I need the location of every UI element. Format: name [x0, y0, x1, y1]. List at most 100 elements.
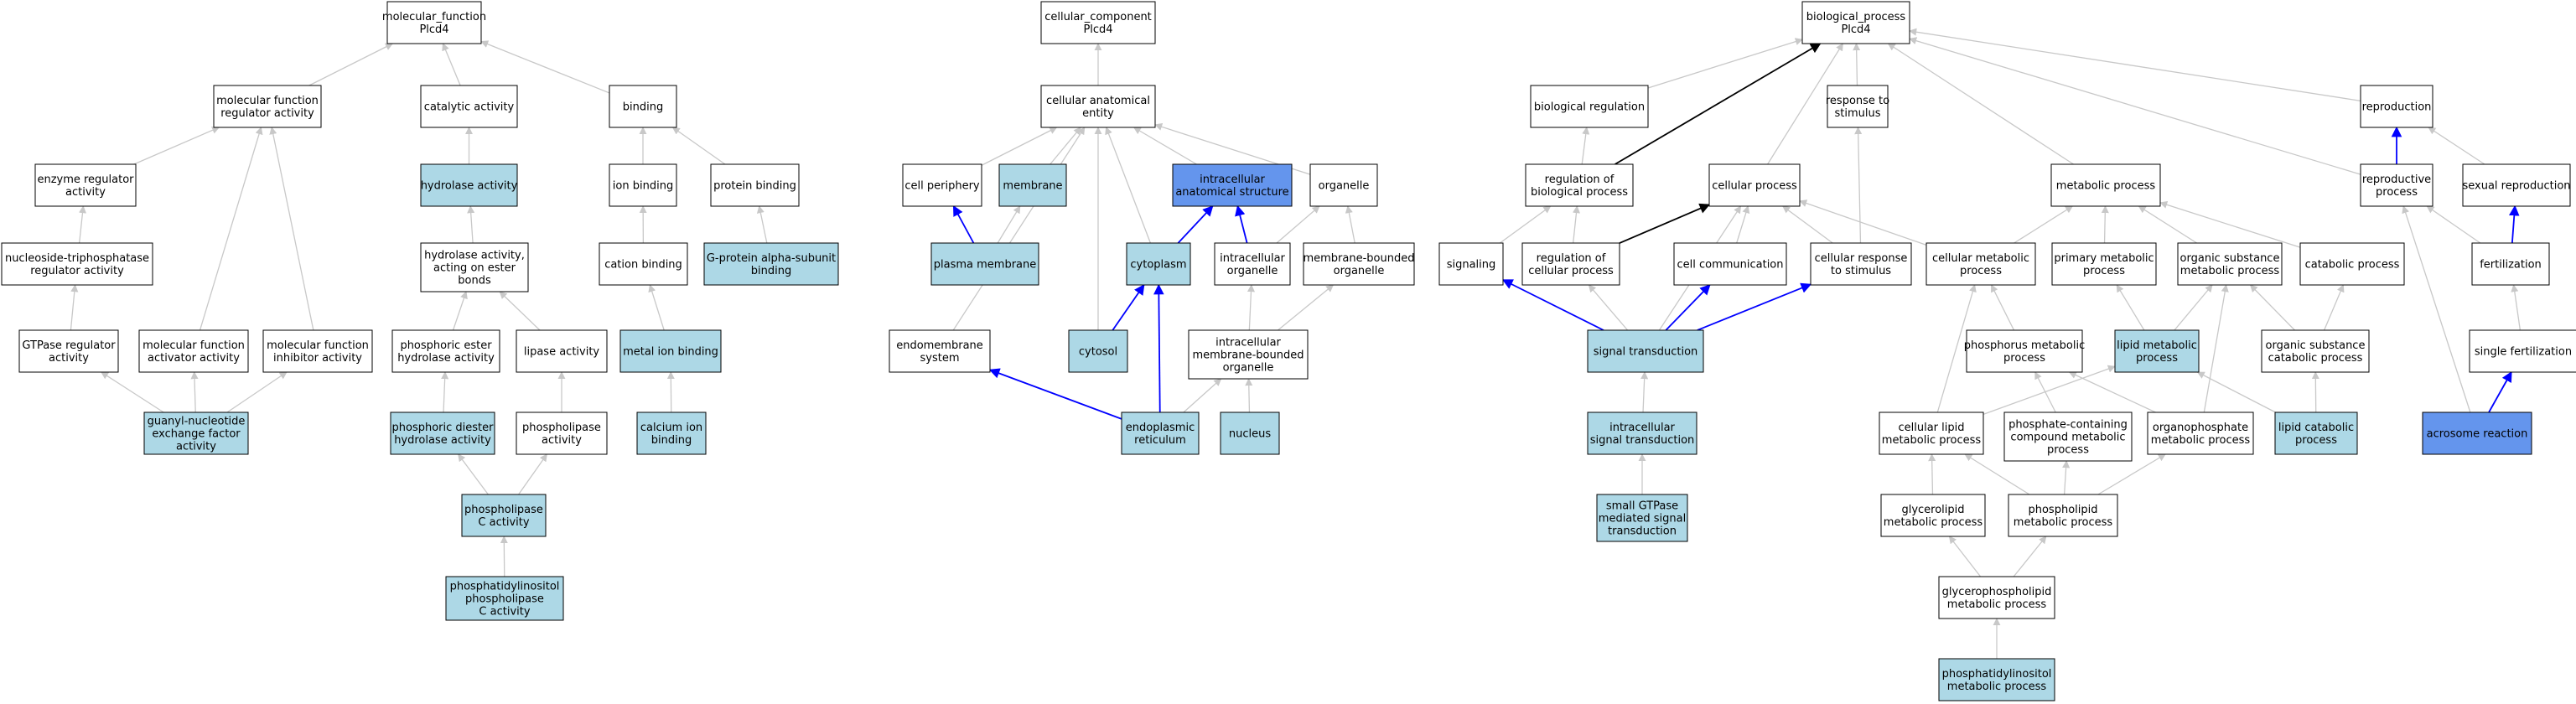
edge-cytosol-to-cytoplasm	[1112, 283, 1145, 331]
node-label: primary metabolic	[2054, 252, 2154, 265]
node-label: mediated signal	[1599, 513, 1686, 525]
go-term-node-cellperiph[interactable]: cell periphery	[902, 163, 982, 207]
go-term-node-nucleus[interactable]: nucleus	[1220, 412, 1280, 455]
edge-guanyl-to-mfact	[190, 371, 199, 413]
edge-er-to-cytoplasm	[1153, 283, 1164, 413]
go-term-node-ionbind[interactable]: ion binding	[609, 163, 677, 207]
edge-orgsub-to-metab	[2138, 205, 2197, 244]
go-term-node-binding[interactable]: binding	[609, 85, 677, 128]
go-term-node-hydrolase[interactable]: hydrolase activity	[420, 163, 518, 207]
go-term-node-acrosome[interactable]: acrosome reaction	[2422, 412, 2532, 455]
go-term-node-fert[interactable]: fertilization	[2471, 242, 2550, 286]
go-term-node-sexrepro[interactable]: sexual reproduction	[2462, 163, 2571, 207]
go-term-node-cellcomm[interactable]: cell communication	[1673, 242, 1787, 286]
node-label: phosphorus metabolic	[1964, 339, 2085, 352]
node-label: ion binding	[613, 180, 673, 193]
go-term-node-repro[interactable]: reproduction	[2360, 85, 2433, 128]
node-box	[1214, 242, 1291, 286]
go-term-node-signaling[interactable]: signaling	[1438, 242, 1504, 286]
node-label: membrane-bounded	[1303, 252, 1414, 265]
node-box	[1810, 242, 1912, 286]
go-term-node-singlefert[interactable]: single fertilization	[2469, 329, 2576, 373]
node-label: organelle	[1227, 265, 1278, 277]
edge-regcell-to-regbio	[1572, 205, 1580, 244]
go-term-node-catab[interactable]: catabolic process	[2299, 242, 2405, 286]
node-label: metabolic process	[1947, 681, 2047, 693]
node-label: system	[920, 352, 960, 365]
go-term-node-cytosol[interactable]: cytosol	[1068, 329, 1128, 373]
edge-mfact-to-mfreg	[199, 127, 263, 331]
go-term-node-lipase[interactable]: lipase activity	[516, 329, 608, 373]
node-label: activity	[65, 186, 106, 199]
go-term-node-plasmamem[interactable]: plasma membrane	[930, 242, 1039, 286]
go-term-node-organelle[interactable]: organelle	[1309, 163, 1378, 207]
go-term-node-sigtrans[interactable]: signal transduction	[1587, 329, 1704, 373]
go-term-node-bioreg[interactable]: biological regulation	[1530, 85, 1649, 128]
node-label: organelle	[1319, 180, 1370, 193]
go-term-node-catalytic[interactable]: catalytic activity	[420, 85, 518, 128]
node-label: signaling	[1447, 259, 1496, 272]
node-label: Plcd4	[1083, 23, 1112, 36]
node-label: metabolic process	[2180, 265, 2280, 277]
node-label: hydrolase activity	[421, 180, 518, 193]
node-box	[1827, 85, 1889, 128]
go-term-node-metalion[interactable]: metal ion binding	[619, 329, 722, 373]
go-term-node-membrane[interactable]: membrane	[998, 163, 1067, 207]
go-term-node-cellproc[interactable]: cellular process	[1708, 163, 1801, 207]
go-term-node-cationbind[interactable]: cation binding	[599, 242, 688, 286]
edge-intraorg-to-organelle	[1276, 205, 1320, 244]
go-term-node-cytoplasm[interactable]: cytoplasm	[1126, 242, 1191, 286]
node-label: cellular anatomical	[1046, 95, 1150, 107]
go-term-node-metab[interactable]: metabolic process	[2050, 163, 2161, 207]
go-term-node-protbind[interactable]: protein binding	[710, 163, 800, 207]
node-box	[1220, 412, 1280, 455]
node-label: cellular metabolic	[1932, 252, 2029, 265]
